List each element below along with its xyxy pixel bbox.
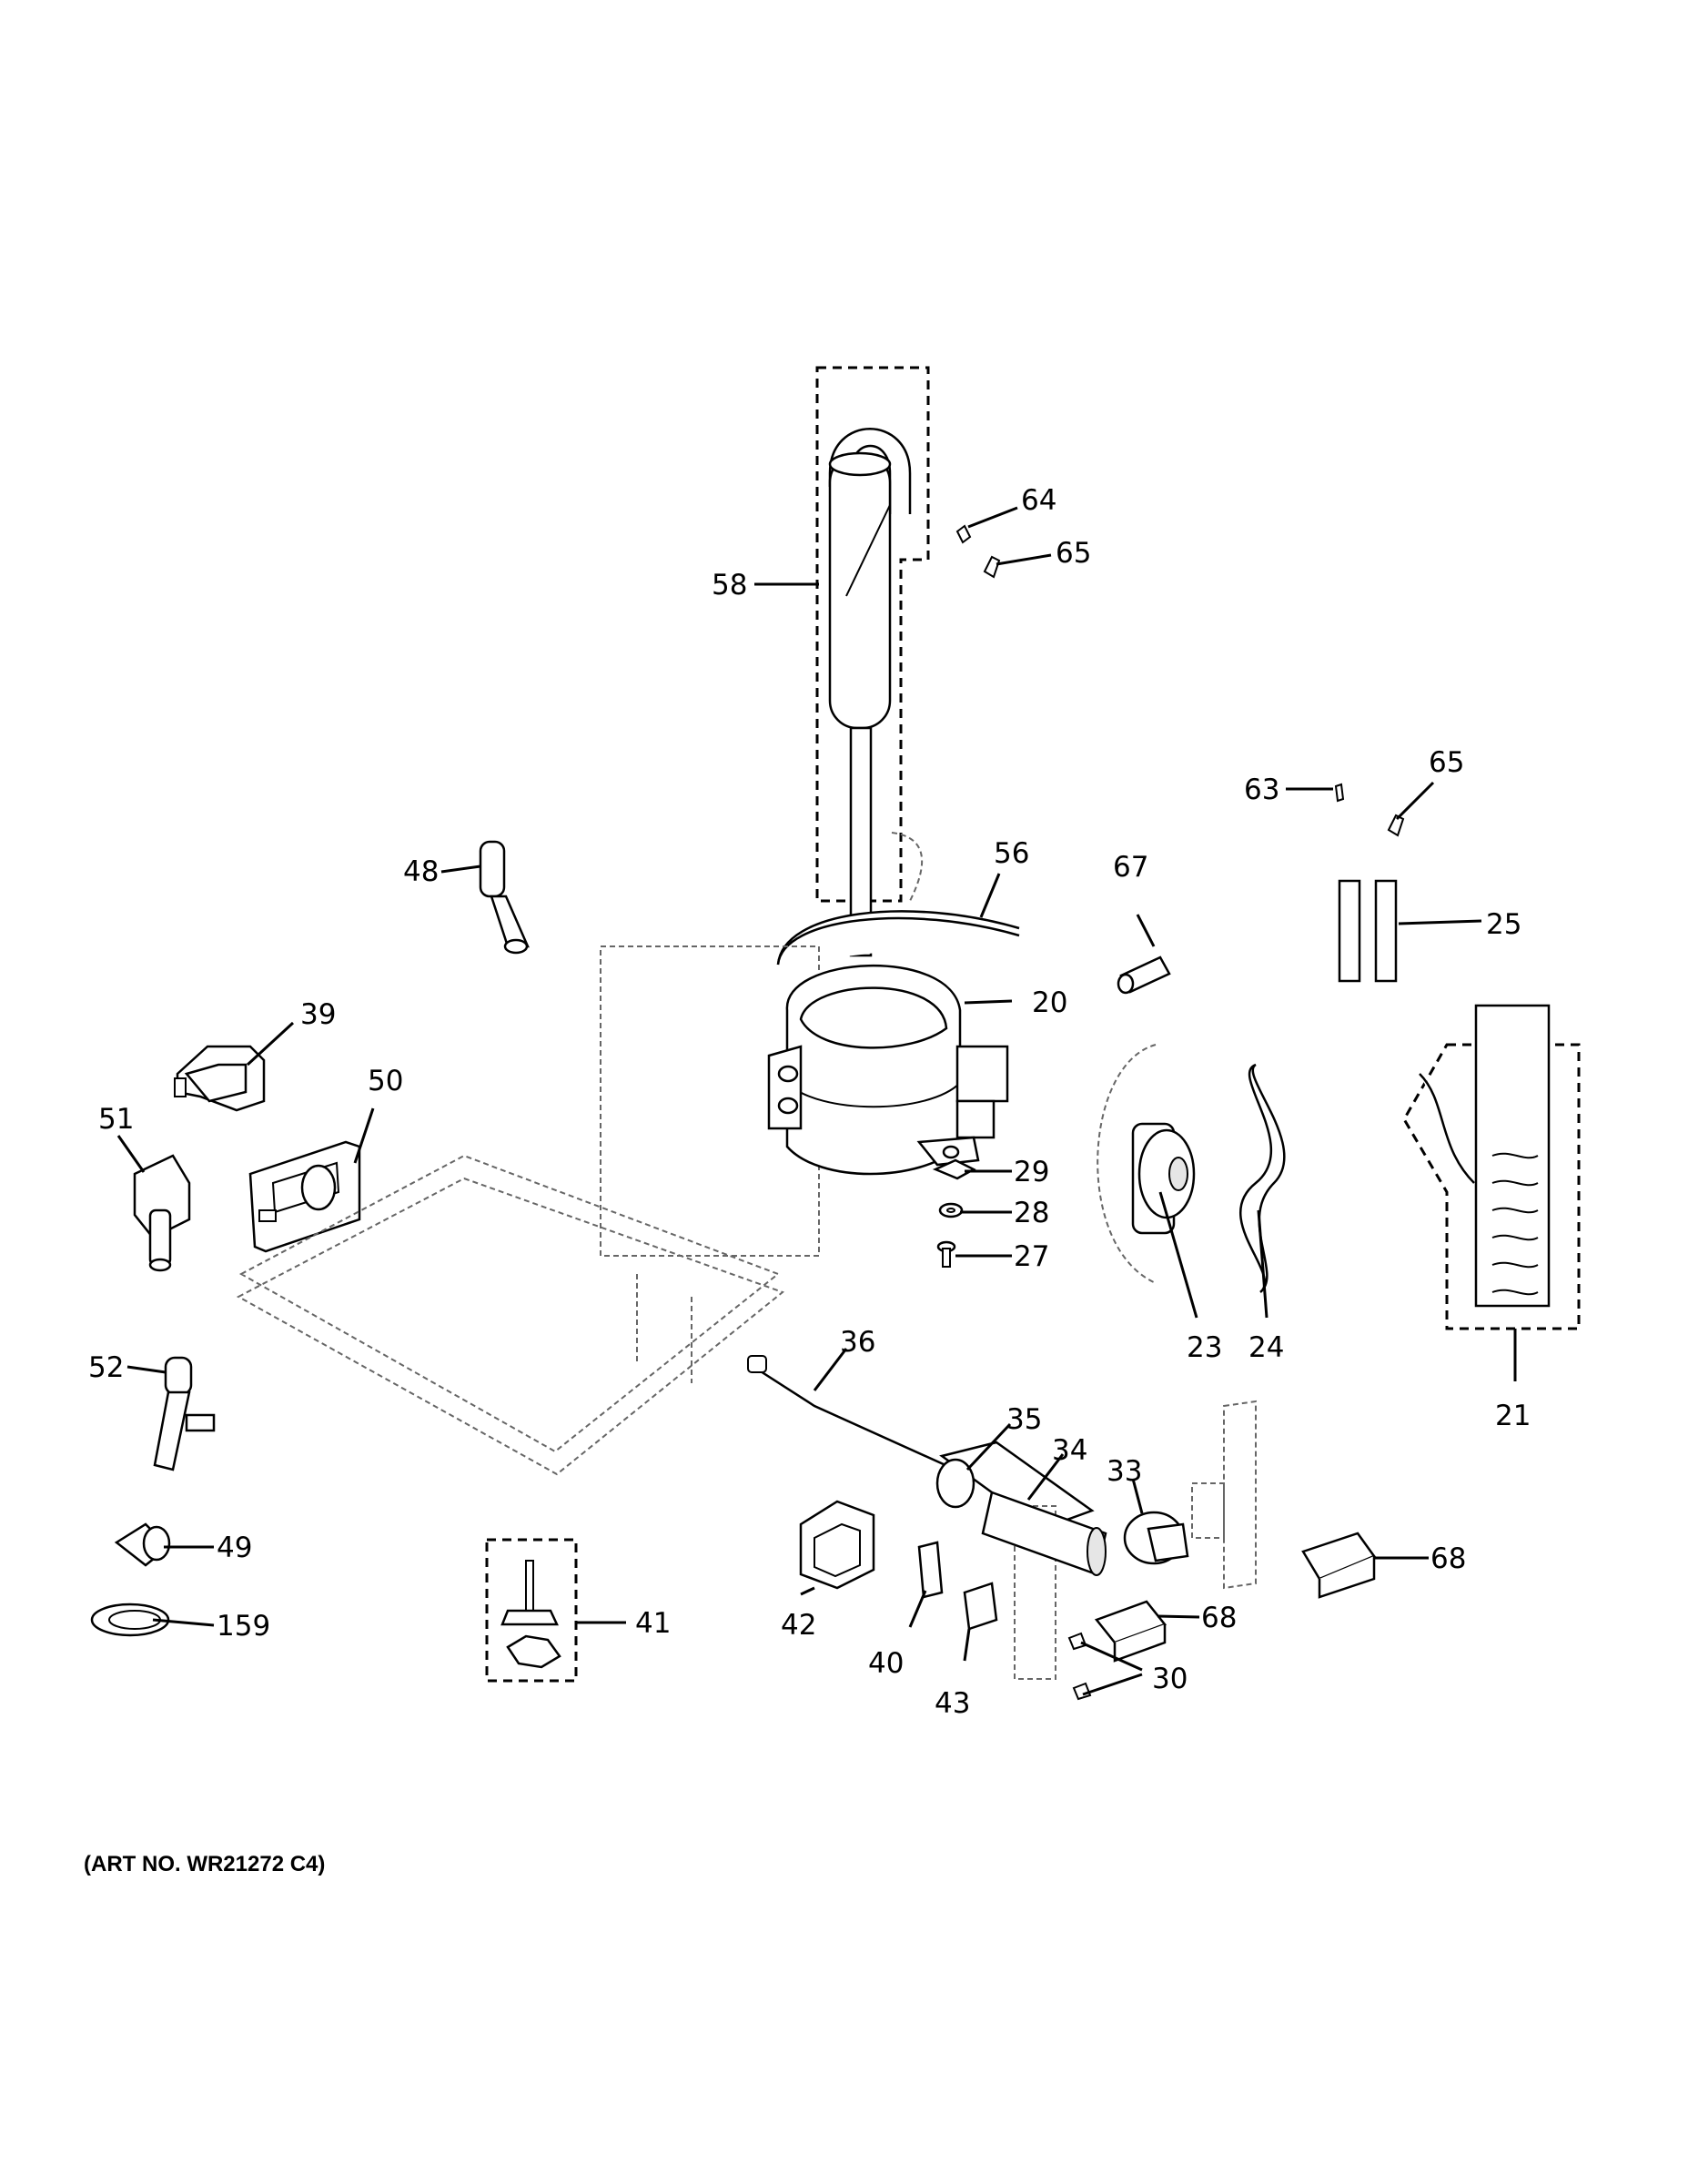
callout-34: 34 [1052, 1434, 1087, 1467]
art-number: (ART NO. WR21272 C4) [84, 1852, 325, 1876]
callout-39: 39 [300, 998, 336, 1031]
control-plate-50 [248, 1140, 361, 1253]
callout-21: 21 [1495, 1400, 1531, 1432]
callout-63: 63 [1244, 774, 1279, 806]
screws-30 [1067, 1632, 1092, 1701]
callout-159: 159 [217, 1610, 270, 1643]
washer-28 [938, 1202, 964, 1218]
compressor-20 [600, 945, 1009, 1257]
callout-24: 24 [1248, 1331, 1284, 1364]
fan-blade-24 [1239, 1063, 1286, 1293]
callout-23: 23 [1187, 1331, 1222, 1364]
condenser-21 [1402, 1004, 1581, 1330]
grommet-clip-29 [932, 1158, 976, 1180]
relay-42 [799, 1500, 875, 1590]
bracket-34 [981, 1491, 1107, 1680]
hinge-68-lower [1094, 1600, 1167, 1663]
callout-27: 27 [1014, 1240, 1049, 1273]
callout-labels: 58 64 65 63 65 48 56 67 25 20 39 50 51 2… [88, 484, 1531, 1720]
fan-motor-23 [1097, 1044, 1196, 1284]
gasket-ring-159 [90, 1603, 170, 1637]
elbow-fitting-49 [114, 1522, 171, 1567]
callout-67: 67 [1113, 851, 1148, 884]
hinge-68-upper [1301, 1532, 1376, 1599]
callout-35: 35 [1006, 1403, 1042, 1436]
screw-63 [1334, 783, 1345, 803]
callout-42: 42 [781, 1609, 816, 1642]
switch-bracket-39 [174, 1045, 266, 1112]
callout-28: 28 [1014, 1197, 1049, 1229]
callout-64: 64 [1021, 484, 1056, 517]
water-valve-51 [133, 1154, 191, 1272]
callout-68-upper: 68 [1430, 1542, 1466, 1575]
drain-tube-48 [479, 840, 530, 955]
tape-strips-25 [1338, 879, 1398, 983]
callout-30: 30 [1152, 1663, 1188, 1695]
cover-43 [963, 1582, 998, 1631]
clip-65-right [1387, 814, 1405, 837]
knob-33 [1123, 1511, 1189, 1565]
sensor-40 [917, 1541, 944, 1599]
base-frame [236, 1154, 785, 1476]
callout-33: 33 [1107, 1455, 1142, 1488]
callout-65-top: 65 [1056, 537, 1091, 570]
suction-tube-assembly-58 [815, 366, 930, 957]
callout-43: 43 [935, 1687, 970, 1720]
callout-51: 51 [98, 1103, 134, 1136]
callout-52: 52 [88, 1351, 124, 1384]
callout-48: 48 [403, 855, 439, 888]
callout-29: 29 [1014, 1156, 1049, 1188]
side-bracket [1191, 1400, 1257, 1590]
callout-58: 58 [712, 569, 747, 602]
leveling-leg-kit-41 [485, 1538, 578, 1683]
drier-67 [1117, 956, 1171, 995]
callout-50: 50 [368, 1065, 403, 1097]
leader-lines [116, 506, 1517, 1696]
callout-68-lower: 68 [1201, 1602, 1237, 1634]
callout-36: 36 [840, 1326, 875, 1359]
screw-64 [955, 524, 972, 544]
fill-tube-52 [153, 1356, 216, 1471]
callout-65-right: 65 [1429, 746, 1464, 779]
wire-harness-36 [747, 1355, 956, 1471]
clip-65-top [983, 555, 1001, 579]
callout-25: 25 [1486, 908, 1521, 941]
callout-41: 41 [635, 1607, 671, 1640]
screw-27 [936, 1240, 956, 1268]
callout-40: 40 [868, 1647, 904, 1680]
callout-56: 56 [994, 837, 1029, 870]
callout-20: 20 [1032, 986, 1067, 1019]
callout-49: 49 [217, 1532, 252, 1564]
capillary-tube-56 [776, 910, 1020, 966]
